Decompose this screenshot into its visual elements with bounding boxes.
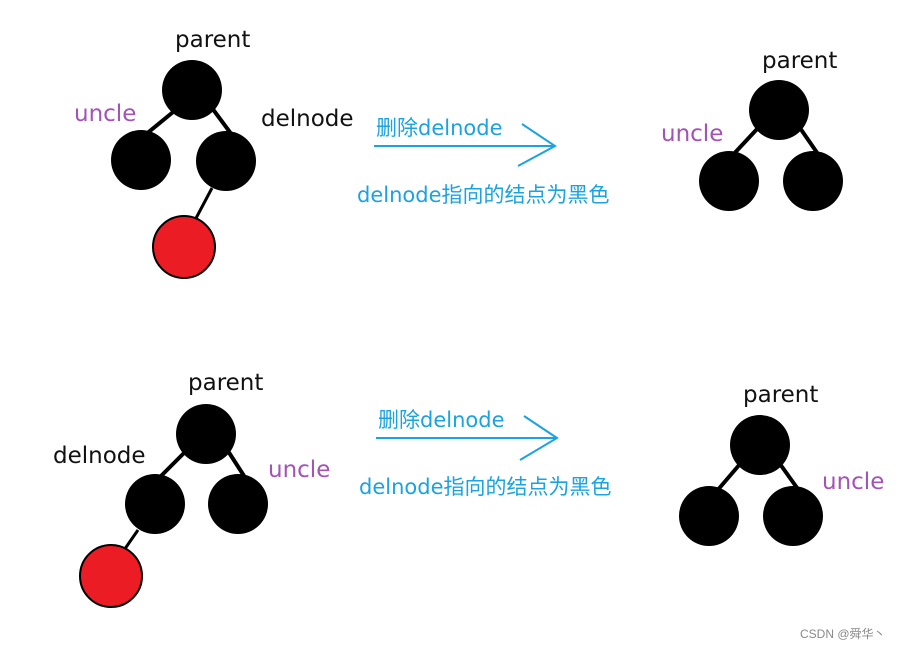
right-child-node [783,151,843,211]
parent-node [176,404,236,464]
watermark: CSDN @舜华丶 [800,627,886,641]
red-child-node [79,544,143,608]
case2-after-tree [679,415,823,546]
case2-note: delnode指向的结点为黑色 [359,475,612,499]
case1-parent-label: parent [175,27,251,53]
case2-uncle-label: uncle [268,457,331,483]
edge [226,449,248,481]
case1-delete-label: 删除delnode [376,116,503,140]
case1-uncle-label: uncle [74,101,137,127]
case1-after-tree [699,80,843,211]
edge [192,187,214,223]
arrow-head [517,123,557,167]
case2-arrow [376,415,559,461]
case2-delnode-label: delnode [53,443,146,469]
arrow-head [519,415,559,461]
edge [714,462,742,494]
edge [210,106,234,137]
case2-before-tree [79,404,268,608]
parent-node [749,80,809,140]
parent-node [162,60,222,120]
case2-after-parent-label: parent [743,382,819,408]
red-child-node [152,215,216,279]
case2-delete-label: 删除delnode [378,408,505,432]
case1-note: delnode指向的结点为黑色 [357,183,610,207]
case1-arrow [374,123,557,167]
case1-after-parent-label: parent [762,48,838,74]
left-child-node [679,486,739,546]
uncle-node [763,486,823,546]
edge [156,449,188,481]
case1-delnode-label: delnode [261,106,354,132]
uncle-node [208,474,268,534]
case1-after-uncle-label: uncle [661,121,724,147]
uncle-node [111,130,171,190]
case2-after-uncle-label: uncle [822,469,885,495]
case1-before-tree [111,60,256,279]
delnode-node [125,474,185,534]
uncle-node [699,151,759,211]
case2-parent-label: parent [188,370,264,396]
delnode-node [196,131,256,191]
parent-node [730,415,790,475]
